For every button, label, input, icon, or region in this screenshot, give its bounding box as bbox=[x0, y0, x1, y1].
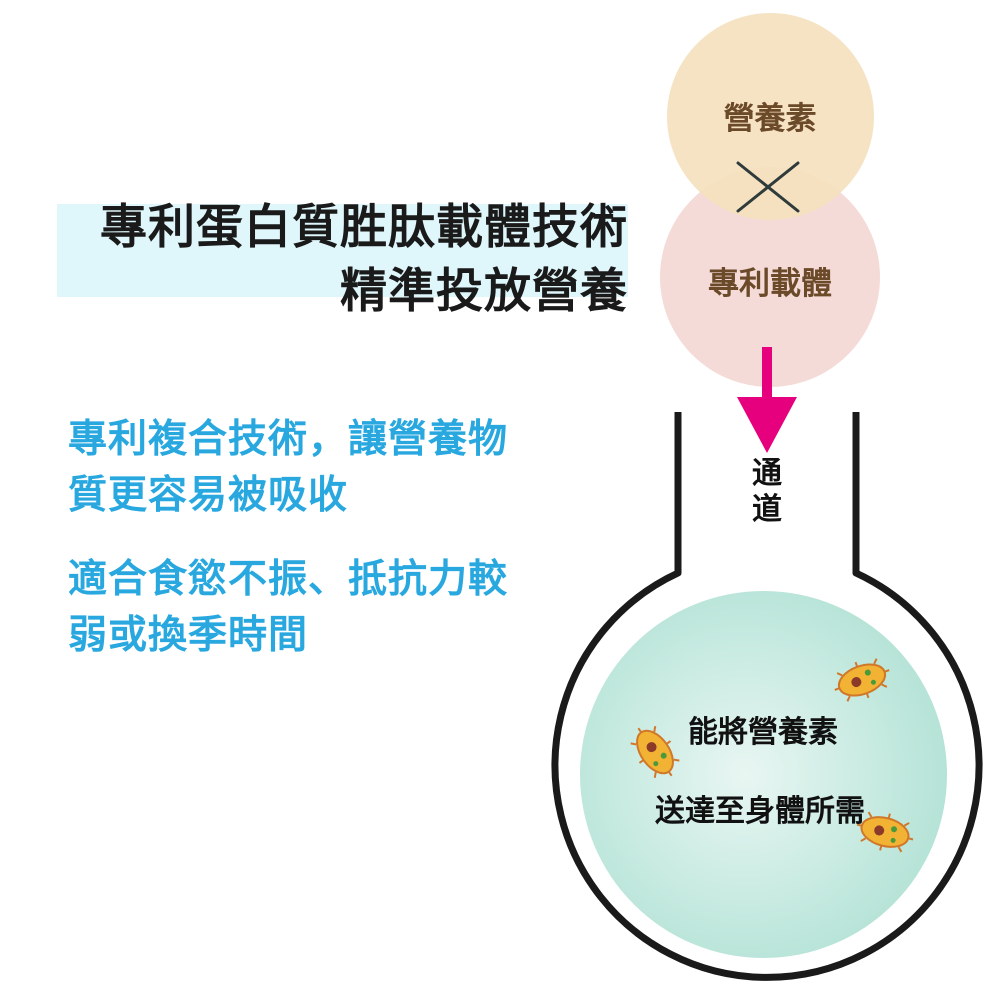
body-sphere bbox=[580, 591, 947, 958]
channel-label-char-1: 通 bbox=[752, 456, 782, 491]
benefit-absorption-line-1: 專利複合技術，讓營養物 bbox=[68, 417, 509, 462]
microbe-icon bbox=[834, 658, 890, 702]
microbe-icon bbox=[856, 811, 914, 853]
carrier-label: 專利載體 bbox=[708, 266, 832, 302]
headline-line-1: 專利蛋白質胜肽載體技術 bbox=[100, 200, 628, 255]
cross-icon bbox=[736, 161, 800, 213]
benefit-absorption: 專利複合技術，讓營養物 質更容易被吸收 bbox=[68, 412, 508, 524]
nutrient-label: 營養素 bbox=[723, 101, 817, 137]
benefit-absorption-line-2: 質更容易被吸收 bbox=[68, 473, 349, 518]
headline-highlight bbox=[57, 204, 628, 297]
benefit-target-group-line-2: 弱或換季時間 bbox=[68, 613, 309, 658]
channel-label-char-2: 道 bbox=[752, 492, 782, 527]
headline-line-2: 精準投放營養 bbox=[340, 264, 628, 319]
benefit-target-group-line-1: 適合食慾不振、抵抗力較 bbox=[68, 557, 509, 602]
result-line-1: 能將營養素 bbox=[688, 715, 838, 750]
arrow-down-icon bbox=[737, 347, 797, 453]
benefit-target-group: 適合食慾不振、抵抗力較 弱或換季時間 bbox=[68, 552, 508, 664]
channel-label: 通 道 bbox=[749, 456, 785, 528]
flask-outline bbox=[551, 412, 983, 981]
microbe-icon bbox=[630, 726, 680, 778]
result-line-2: 送達至身體所需 bbox=[655, 794, 865, 829]
